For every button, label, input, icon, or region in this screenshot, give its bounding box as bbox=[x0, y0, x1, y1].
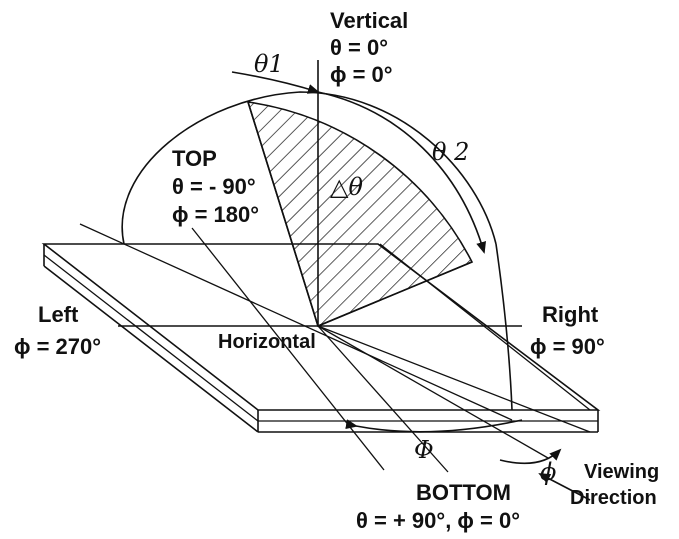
label-direction: Direction bbox=[570, 487, 657, 509]
label-top: TOP bbox=[172, 146, 217, 171]
label-viewing: Viewing bbox=[584, 461, 659, 483]
fan-line-3 bbox=[317, 325, 549, 459]
label-delta-theta: △θ bbox=[330, 173, 363, 201]
small-phi-arc bbox=[499, 448, 562, 465]
theta1-line bbox=[247, 101, 319, 327]
fan-line-5 bbox=[317, 325, 449, 473]
label-right: Right bbox=[542, 302, 599, 327]
label-theta1: θ1 bbox=[254, 50, 284, 78]
capital-phi-arc bbox=[345, 419, 523, 433]
label-vertical: Vertical bbox=[330, 8, 408, 33]
label-top-phi: ϕ = 180° bbox=[172, 202, 259, 227]
label-top-theta: θ = - 90° bbox=[172, 174, 256, 199]
delta-theta-region bbox=[246, 101, 474, 328]
label-left: Left bbox=[38, 302, 79, 327]
label-vertical-phi: ϕ = 0° bbox=[330, 62, 393, 87]
viewing-arc-lower bbox=[495, 243, 513, 411]
label-capital-phi: Φ bbox=[414, 436, 434, 464]
fan-line-6 bbox=[379, 243, 591, 411]
label-bottom-angles: θ = + 90°, ϕ = 0° bbox=[356, 508, 520, 533]
label-vertical-theta: θ = 0° bbox=[330, 35, 388, 60]
label-theta2: θ 2 bbox=[432, 138, 469, 166]
label-small-phi: ϕ bbox=[540, 458, 556, 486]
viewing-direction-arrow bbox=[538, 473, 591, 501]
label-left-phi: ϕ = 270° bbox=[14, 334, 101, 359]
theta1-arc bbox=[231, 71, 320, 94]
fan-line-2 bbox=[191, 227, 385, 471]
label-bottom: BOTTOM bbox=[416, 480, 511, 505]
theta2-arc bbox=[317, 91, 486, 254]
viewing-arc bbox=[121, 91, 497, 245]
label-horizontal: Horizontal bbox=[218, 331, 316, 353]
theta2-line bbox=[317, 261, 473, 327]
fan-line-1 bbox=[79, 223, 513, 421]
label-right-phi: ϕ = 90° bbox=[530, 334, 605, 359]
fan-line-4 bbox=[317, 325, 591, 433]
